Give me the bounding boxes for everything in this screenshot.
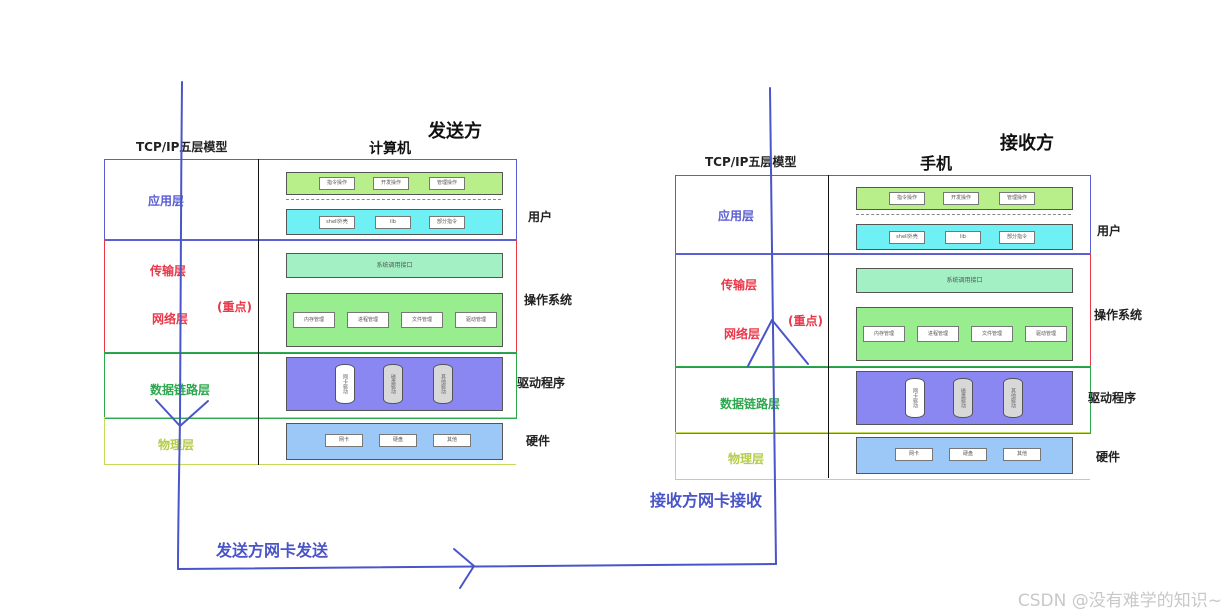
sender-band-transport-network	[104, 239, 517, 354]
receiver-hardware-box: 网卡 硬盘 其他	[856, 437, 1073, 474]
transfer-arrowhead	[453, 548, 475, 589]
sender-label-transport: 传输层	[150, 264, 187, 278]
sender-side-hardware: 硬件	[526, 434, 551, 448]
receiver-hardware-item: 硬盘	[949, 448, 987, 461]
sender-os-module: 进程管理	[347, 312, 389, 328]
sender-label-application: 应用层	[148, 194, 185, 208]
receiver-app-top-item: 指令操作	[889, 192, 925, 205]
receiver-side-driver: 驱动程序	[1088, 391, 1137, 405]
receiver-driver-cylinder: 网卡驱动	[905, 378, 925, 418]
receiver-band-physical	[675, 432, 1090, 480]
receiver-up-line	[769, 87, 777, 565]
sender-driver-cylinder: 其他驱动	[433, 364, 453, 404]
sender-label-emphasis: (重点)	[217, 300, 252, 314]
receiver-side-os: 操作系统	[1094, 308, 1143, 322]
sender-syscall-box: 系统调用接口	[286, 253, 503, 278]
sender-side-driver: 驱动程序	[517, 376, 566, 390]
receiver-label-transport: 传输层	[721, 278, 758, 292]
sender-app-top-item: 开发操作	[373, 177, 409, 190]
sender-band-physical	[104, 417, 516, 465]
receiver-app-bottom-box: shell外壳 lib 部分指令	[856, 224, 1073, 250]
sender-driver-cylinder: 网卡驱动	[335, 364, 355, 404]
receiver-app-bottom-item: shell外壳	[889, 231, 925, 244]
receiver-label-network: 网络层	[724, 327, 761, 341]
sender-side-os: 操作系统	[524, 293, 573, 307]
receiver-dashed-line	[856, 214, 1071, 215]
sender-app-bottom-item: lib	[375, 216, 411, 229]
receiver-label-emphasis: (重点)	[788, 314, 823, 328]
sender-os-module: 驱动管理	[455, 312, 497, 328]
receiver-os-box: 内存管理 进程管理 文件管理 驱动管理	[856, 307, 1073, 361]
sender-app-bottom-item: 部分指令	[429, 216, 465, 229]
receiver-band-datalink	[675, 366, 1091, 434]
receiver-band-application	[675, 175, 1091, 255]
sender-down-arrowhead	[155, 399, 209, 427]
receiver-driver-box: 网卡驱动 磁盘驱动 其他驱动	[856, 371, 1073, 425]
sender-app-bottom-item: shell外壳	[319, 216, 355, 229]
receiver-up-arrowhead	[747, 319, 809, 367]
sender-app-bottom-box: shell外壳 lib 部分指令	[286, 209, 503, 235]
receiver-hardware-item: 网卡	[895, 448, 933, 461]
sender-dashed-line	[286, 199, 501, 200]
receiver-title: 接收方	[1000, 133, 1054, 154]
sender-os-module: 文件管理	[401, 312, 443, 328]
sender-os-module: 内存管理	[293, 312, 335, 328]
receiver-os-module: 进程管理	[917, 326, 959, 342]
sender-label-physical: 物理层	[158, 438, 195, 452]
receiver-app-top-box: 指令操作 开发操作 管理操作	[856, 187, 1073, 210]
sender-side-user: 用户	[528, 210, 553, 224]
receiver-syscall-label: 系统调用接口	[946, 277, 983, 284]
sender-divider	[258, 159, 259, 465]
receiver-device-title: 手机	[920, 154, 953, 173]
sender-app-top-item: 指令操作	[319, 177, 355, 190]
sender-hardware-item: 其他	[433, 434, 471, 447]
sender-band-application	[104, 159, 517, 241]
sender-syscall-label: 系统调用接口	[376, 262, 413, 269]
receiver-app-bottom-item: lib	[945, 231, 981, 244]
watermark: CSDN @没有难学的知识~	[1017, 591, 1222, 611]
sender-down-line	[177, 81, 183, 570]
receiver-os-module: 驱动管理	[1025, 326, 1067, 342]
receiver-os-module: 文件管理	[971, 326, 1013, 342]
receiver-band-transport-network	[675, 253, 1091, 368]
sender-band-datalink	[104, 352, 517, 419]
send-nic-annotation: 发送方网卡发送	[216, 541, 329, 560]
receiver-divider	[828, 175, 829, 478]
recv-nic-annotation: 接收方网卡接收	[650, 491, 763, 510]
transfer-line	[177, 563, 777, 570]
receiver-label-application: 应用层	[718, 209, 755, 223]
receiver-driver-cylinder: 其他驱动	[1003, 378, 1023, 418]
sender-app-top-box: 指令操作 开发操作 管理操作	[286, 172, 503, 195]
sender-device-title: 计算机	[369, 141, 411, 157]
receiver-side-user: 用户	[1097, 224, 1122, 238]
receiver-app-top-item: 开发操作	[943, 192, 979, 205]
sender-hardware-item: 硬盘	[379, 434, 417, 447]
sender-title: 发送方	[428, 121, 482, 142]
receiver-driver-cylinder: 磁盘驱动	[953, 378, 973, 418]
receiver-os-module: 内存管理	[863, 326, 905, 342]
sender-label-network: 网络层	[152, 312, 189, 326]
sender-hardware-item: 网卡	[325, 434, 363, 447]
receiver-app-bottom-item: 部分指令	[999, 231, 1035, 244]
receiver-label-physical: 物理层	[728, 452, 765, 466]
receiver-label-datalink: 数据链路层	[720, 397, 781, 411]
receiver-app-top-item: 管理操作	[999, 192, 1035, 205]
sender-app-top-item: 管理操作	[429, 177, 465, 190]
receiver-side-hardware: 硬件	[1096, 450, 1121, 464]
sender-hardware-box: 网卡 硬盘 其他	[286, 423, 503, 460]
receiver-hardware-item: 其他	[1003, 448, 1041, 461]
receiver-syscall-box: 系统调用接口	[856, 268, 1073, 293]
sender-driver-cylinder: 磁盘驱动	[383, 364, 403, 404]
sender-driver-box: 网卡驱动 磁盘驱动 其他驱动	[286, 357, 503, 411]
receiver-model-label: TCP/IP五层模型	[705, 155, 797, 169]
sender-os-box: 内存管理 进程管理 文件管理 驱动管理	[286, 293, 503, 347]
